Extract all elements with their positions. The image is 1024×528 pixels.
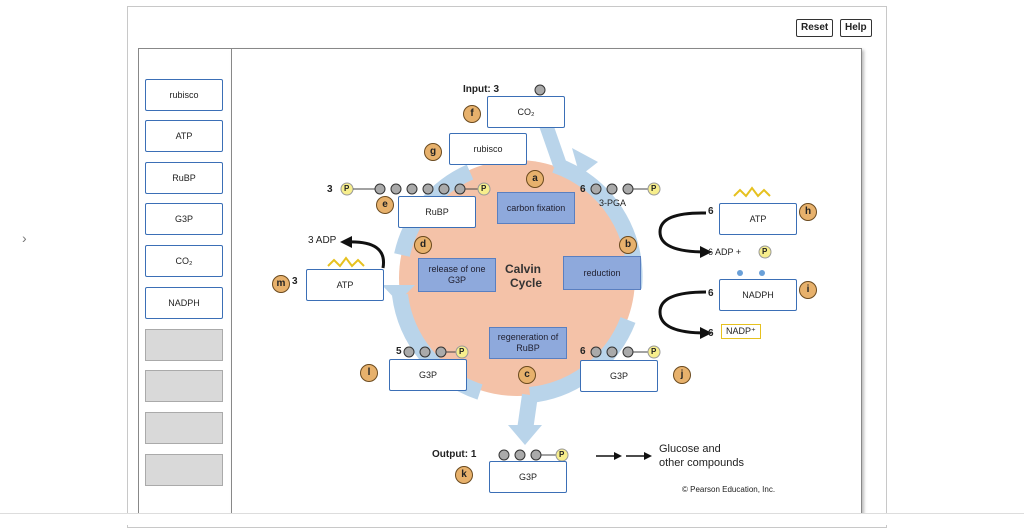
phosphate-label: P bbox=[651, 347, 657, 356]
marker-d: d bbox=[414, 236, 432, 254]
g3p-five-count: 5 bbox=[396, 346, 402, 357]
phosphate-label: P bbox=[344, 184, 350, 193]
target-m-label[interactable]: ATP bbox=[306, 269, 384, 301]
glucose-label-line2: other compounds bbox=[659, 457, 744, 469]
target-e-label[interactable]: RuBP bbox=[398, 196, 476, 228]
output-label: Output: 1 bbox=[432, 449, 477, 460]
target-k-label[interactable]: G3P bbox=[489, 461, 567, 493]
release-g3p-box: release of one G3P bbox=[418, 258, 496, 292]
atp-count-left: 3 bbox=[292, 276, 298, 287]
glucose-label-line1: Glucose and bbox=[659, 443, 721, 455]
marker-j: j bbox=[673, 366, 691, 384]
calvin-label: Calvin bbox=[505, 262, 542, 276]
phosphate-label: P bbox=[762, 247, 768, 256]
phosphate-label: P bbox=[559, 450, 565, 459]
marker-g: g bbox=[424, 143, 442, 161]
adp-label: 6 ADP + bbox=[708, 247, 742, 257]
marker-h: h bbox=[799, 203, 817, 221]
label-bank bbox=[138, 48, 232, 519]
empty-bank-slot bbox=[145, 370, 223, 402]
copyright-text: © Pearson Education, Inc. bbox=[682, 485, 776, 494]
target-i-label[interactable]: NADPH bbox=[719, 279, 797, 311]
target-g-label[interactable]: rubisco bbox=[449, 133, 527, 165]
marker-c: c bbox=[518, 366, 536, 384]
bank-label-g3p[interactable]: G3P bbox=[145, 203, 223, 235]
bank-label-nadph[interactable]: NADPH bbox=[145, 287, 223, 319]
empty-bank-slot bbox=[145, 412, 223, 444]
reduction-box: reduction bbox=[563, 256, 641, 290]
pga-count: 6 bbox=[580, 184, 586, 195]
expand-chevron-icon[interactable]: › bbox=[22, 230, 27, 246]
input-arrow bbox=[538, 119, 567, 168]
diagram-stage bbox=[231, 48, 862, 519]
marker-m: m bbox=[272, 275, 290, 293]
carbon-fixation-box: carbon fixation bbox=[497, 192, 575, 224]
rubp-count: 3 bbox=[327, 184, 333, 195]
phosphate-label: P bbox=[481, 184, 487, 193]
phosphate-label: P bbox=[651, 184, 657, 193]
page-footer-bar bbox=[0, 513, 1024, 525]
marker-k: k bbox=[455, 466, 473, 484]
bank-label-atp[interactable]: ATP bbox=[145, 120, 223, 152]
empty-bank-slot bbox=[145, 454, 223, 486]
nadp-label: NADP⁺ bbox=[721, 324, 761, 339]
phosphate-label: P bbox=[459, 347, 465, 356]
bank-label-rubisco[interactable]: rubisco bbox=[145, 79, 223, 111]
marker-e: e bbox=[376, 196, 394, 214]
marker-f: f bbox=[463, 105, 481, 123]
reset-button[interactable]: Reset bbox=[796, 19, 834, 37]
regeneration-box: regeneration of RuBP bbox=[489, 327, 567, 359]
marker-i: i bbox=[799, 281, 817, 299]
marker-b: b bbox=[619, 236, 637, 254]
empty-bank-slot bbox=[145, 329, 223, 361]
input-label: Input: 3 bbox=[463, 84, 500, 95]
help-button[interactable]: Help bbox=[840, 19, 872, 37]
pga-label: 3-PGA bbox=[599, 198, 627, 208]
bank-label-co2[interactable]: CO₂ bbox=[145, 245, 223, 277]
target-f-label[interactable]: CO₂ bbox=[487, 96, 565, 128]
target-h-label[interactable]: ATP bbox=[719, 203, 797, 235]
atp-count-right: 6 bbox=[708, 206, 714, 217]
nadph-count: 6 bbox=[708, 288, 714, 299]
target-l-label[interactable]: G3P bbox=[389, 359, 467, 391]
bank-label-rubp[interactable]: RuBP bbox=[145, 162, 223, 194]
marker-a: a bbox=[526, 170, 544, 188]
g3p-six-count: 6 bbox=[580, 346, 586, 357]
three-adp-label: 3 ADP bbox=[308, 235, 337, 246]
nadp-count: 6 bbox=[708, 328, 714, 339]
target-j-label[interactable]: G3P bbox=[580, 360, 658, 392]
marker-l: l bbox=[360, 364, 378, 382]
cycle-label: Cycle bbox=[510, 276, 543, 290]
output-arrow bbox=[517, 393, 538, 432]
